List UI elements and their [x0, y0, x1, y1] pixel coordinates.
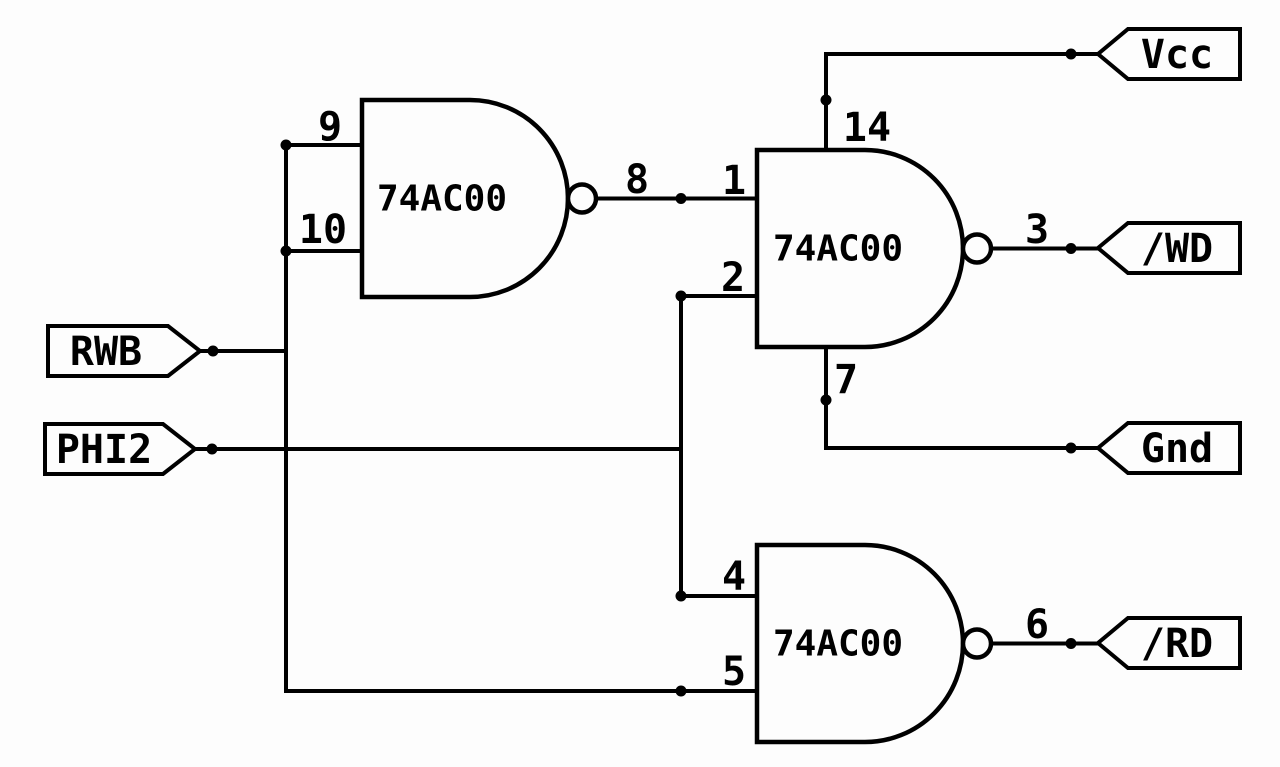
pin-label-14: 14 [843, 105, 891, 151]
terminal-vcc-flag [1094, 27, 1242, 81]
terminal-label-phi2: PHI2 [56, 427, 152, 473]
terminal-label-vcc: Vcc [1141, 32, 1213, 78]
terminal-label-wd: /WD [1141, 226, 1213, 272]
terminal-label-rd: /RD [1141, 621, 1213, 667]
pin-label-5: 5 [722, 649, 746, 695]
nand-gate-top [359, 97, 599, 300]
inverter-bubble [960, 232, 994, 265]
junction-dot [675, 685, 687, 697]
terminal-rwb-flag [46, 324, 204, 378]
terminal-label-gnd: Gnd [1141, 426, 1213, 472]
junction-dot [820, 394, 832, 406]
junction-dot [280, 139, 292, 151]
junction-dot [1065, 638, 1077, 649]
inverter-bubble [565, 182, 599, 215]
terminal-rd-flag [1094, 616, 1242, 670]
junction-dot [280, 245, 292, 257]
junction-dot [675, 193, 687, 204]
pin-label-4: 4 [722, 554, 746, 600]
inverter-bubble [960, 627, 994, 660]
terminal-wd-flag [1094, 221, 1242, 275]
terminal-gnd-flag [1094, 421, 1242, 475]
junction-dot [207, 345, 219, 357]
junction-dot [1065, 243, 1077, 254]
terminal-label-rwb: RWB [70, 329, 142, 375]
pin-label-1: 1 [722, 158, 746, 204]
pin-label-8: 8 [625, 157, 649, 203]
nand-gate-middle [754, 147, 994, 350]
gate-label-top: 74AC00 [377, 179, 507, 220]
pin-label-3: 3 [1025, 207, 1049, 253]
pin-label-10: 10 [299, 207, 347, 253]
junction-dot [206, 443, 218, 455]
pin-label-6: 6 [1025, 602, 1049, 648]
junction-dot [1065, 48, 1077, 60]
pin-label-2: 2 [721, 255, 745, 301]
pin-label-9: 9 [318, 104, 342, 150]
junction-dot [675, 290, 687, 302]
gate-label-bottom: 74AC00 [773, 624, 903, 665]
junction-dot [1065, 442, 1077, 454]
pin-label-7: 7 [834, 357, 858, 403]
junction-dot [820, 94, 832, 106]
terminal-phi2-flag [43, 422, 199, 476]
nand-gate-bottom [754, 542, 994, 745]
gate-label-middle: 74AC00 [773, 229, 903, 270]
junction-dot [675, 590, 687, 602]
